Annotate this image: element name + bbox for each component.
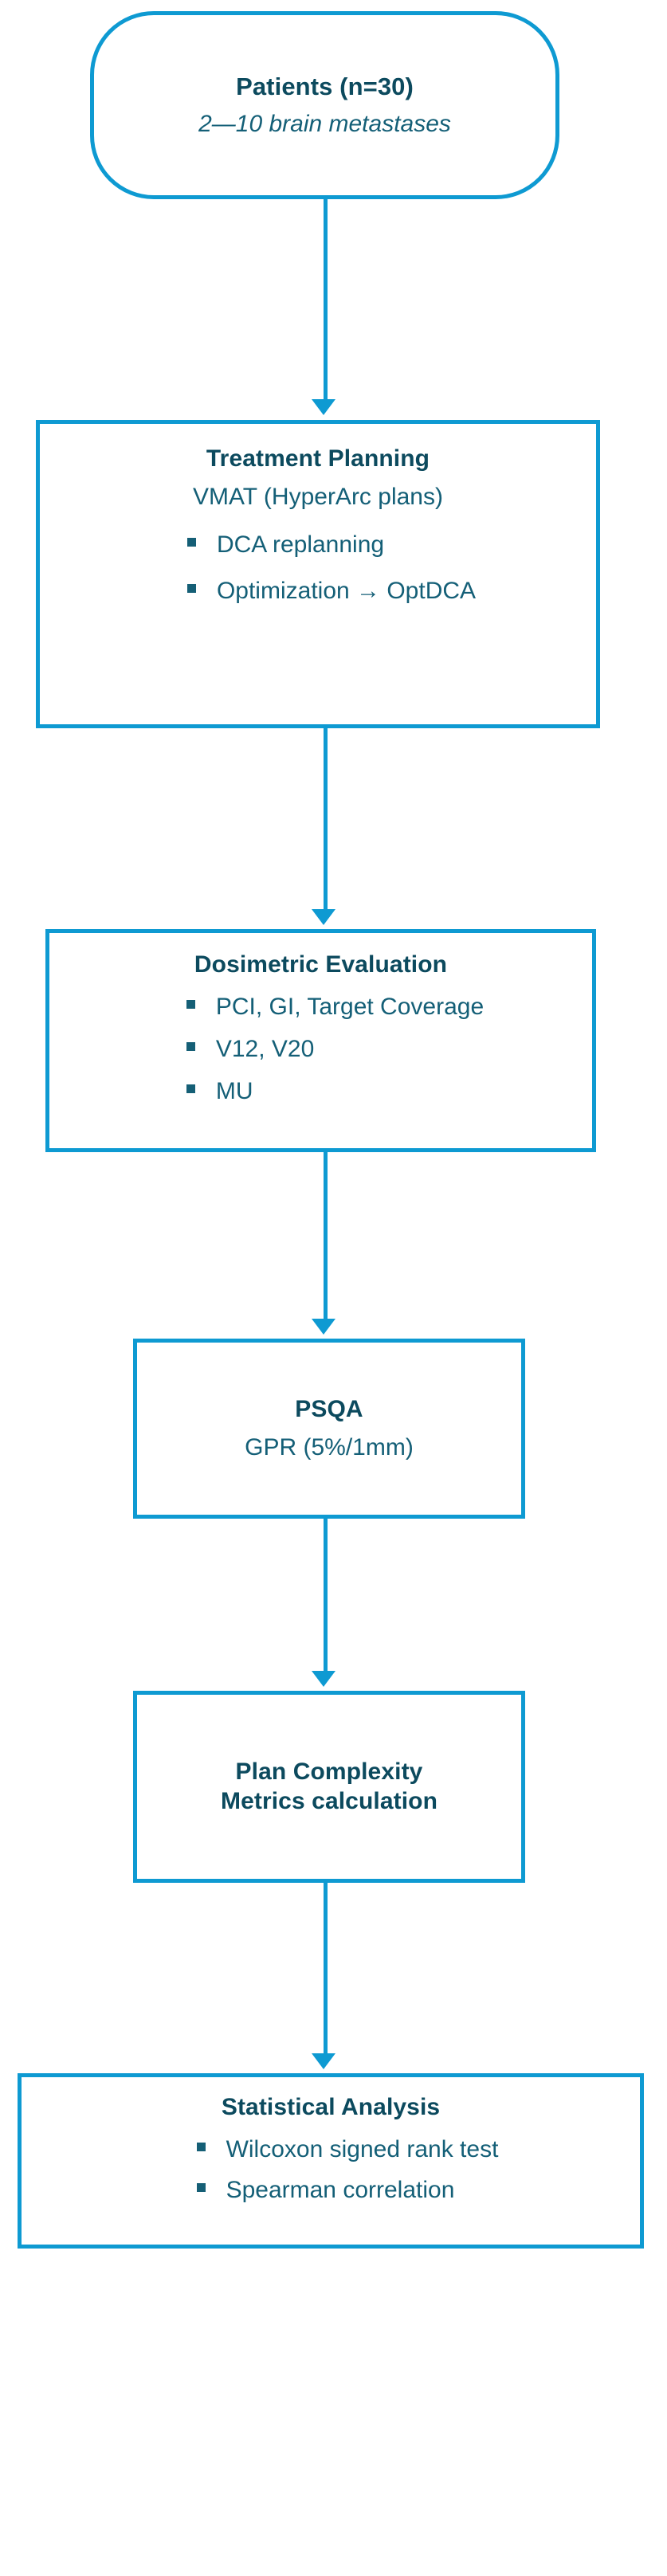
arrowhead-icon — [312, 909, 335, 925]
square-bullet-icon — [186, 1041, 195, 1051]
square-bullet-icon — [186, 538, 196, 547]
square-bullet-icon — [196, 2142, 206, 2151]
connector-planning-to-dosimetric — [324, 728, 328, 913]
node-dosimetric-evaluation-title: Dosimetric Evaluation — [194, 951, 448, 978]
node-patients-title: Patients (n=30) — [236, 72, 414, 100]
square-bullet-icon — [186, 999, 195, 1009]
square-bullet-icon — [186, 1084, 195, 1093]
node-dosimetric-evaluation: Dosimetric Evaluation PCI, GI, Target Co… — [45, 929, 596, 1152]
node-dosimetric-evaluation-bullets: PCI, GI, Target Coverage V12, V20 MU — [186, 991, 484, 1118]
node-statistical-analysis-title: Statistical Analysis — [221, 2094, 441, 2120]
list-item: MU — [186, 1076, 484, 1107]
node-treatment-planning-subtitle: VMAT (HyperArc plans) — [193, 483, 443, 510]
node-treatment-planning-bullets: DCA replanning Optimization → OptDCA — [186, 529, 476, 621]
node-psqa-title: PSQA — [295, 1395, 363, 1422]
list-item: DCA replanning — [186, 529, 476, 560]
node-treatment-planning: Treatment Planning VMAT (HyperArc plans)… — [36, 420, 600, 728]
list-item: V12, V20 — [186, 1033, 484, 1065]
connector-dosimetric-to-psqa — [324, 1152, 328, 1323]
square-bullet-icon — [196, 2182, 206, 2192]
list-item: PCI, GI, Target Coverage — [186, 991, 484, 1022]
node-psqa: PSQA GPR (5%/1mm) — [133, 1339, 525, 1519]
list-item: Spearman correlation — [196, 2174, 499, 2205]
arrowhead-icon — [312, 399, 335, 415]
arrowhead-icon — [312, 2053, 335, 2069]
node-plan-complexity: Plan Complexity Metrics calculation — [133, 1691, 525, 1883]
node-plan-complexity-title-line2: Metrics calculation — [221, 1787, 437, 1814]
connector-psqa-to-complexity — [324, 1519, 328, 1675]
connector-patients-to-planning — [324, 199, 328, 404]
arrowhead-icon — [312, 1671, 335, 1687]
node-plan-complexity-title-line1: Plan Complexity — [235, 1758, 423, 1785]
connector-complexity-to-stats — [324, 1883, 328, 2053]
arrowhead-icon — [312, 1319, 335, 1335]
list-item: Optimization → OptDCA — [186, 575, 476, 606]
square-bullet-icon — [186, 584, 196, 594]
node-psqa-subtitle: GPR (5%/1mm) — [245, 1433, 414, 1461]
node-statistical-analysis-bullets: Wilcoxon signed rank test Spearman corre… — [196, 2134, 499, 2215]
node-statistical-analysis: Statistical Analysis Wilcoxon signed ran… — [18, 2073, 644, 2249]
list-item: Wilcoxon signed rank test — [196, 2134, 498, 2165]
node-patients: Patients (n=30) 2—10 brain metastases — [90, 11, 559, 199]
node-treatment-planning-title: Treatment Planning — [206, 445, 430, 472]
node-patients-subtitle: 2—10 brain metastases — [198, 110, 451, 137]
